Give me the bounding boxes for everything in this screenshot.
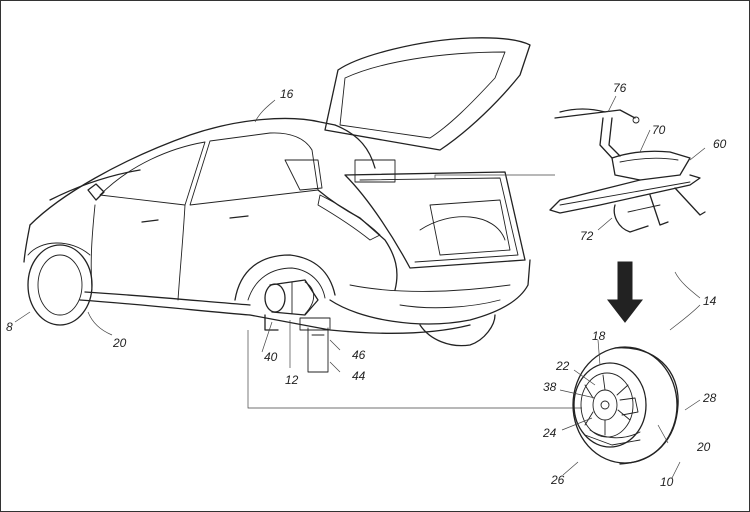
label-72: 72 (580, 229, 594, 243)
label-60: 60 (713, 137, 727, 151)
connection-line (247, 330, 582, 409)
leader-lines (14, 95, 706, 479)
label-14: 14 (703, 294, 717, 308)
label-12: 12 (285, 373, 299, 387)
label-76: 76 (613, 81, 627, 95)
label-22: 22 (555, 359, 570, 373)
connection-line-upper (434, 174, 555, 178)
arrow-down-icon (606, 261, 644, 323)
hub (264, 283, 286, 313)
label-16: 16 (280, 87, 294, 101)
label-28: 28 (702, 391, 717, 405)
front-wheel (27, 244, 93, 326)
label-20-car: 20 (112, 336, 127, 350)
label-8: 8 (6, 320, 13, 334)
label-20-wheel: 20 (696, 440, 711, 454)
label-40: 40 (264, 350, 278, 364)
label-18: 18 (592, 329, 606, 343)
label-46: 46 (352, 348, 366, 362)
label-44: 44 (352, 369, 366, 383)
label-10: 10 (660, 475, 674, 489)
label-24: 24 (542, 426, 557, 440)
label-38: 38 (543, 380, 557, 394)
car-drawing (23, 37, 531, 373)
scooter-drawing (549, 108, 706, 233)
wheel-drawing (572, 346, 679, 465)
reference-labels: 16 8 20 40 12 46 44 76 70 60 72 14 18 22… (6, 81, 727, 489)
label-26: 26 (550, 473, 565, 487)
label-70: 70 (652, 123, 666, 137)
